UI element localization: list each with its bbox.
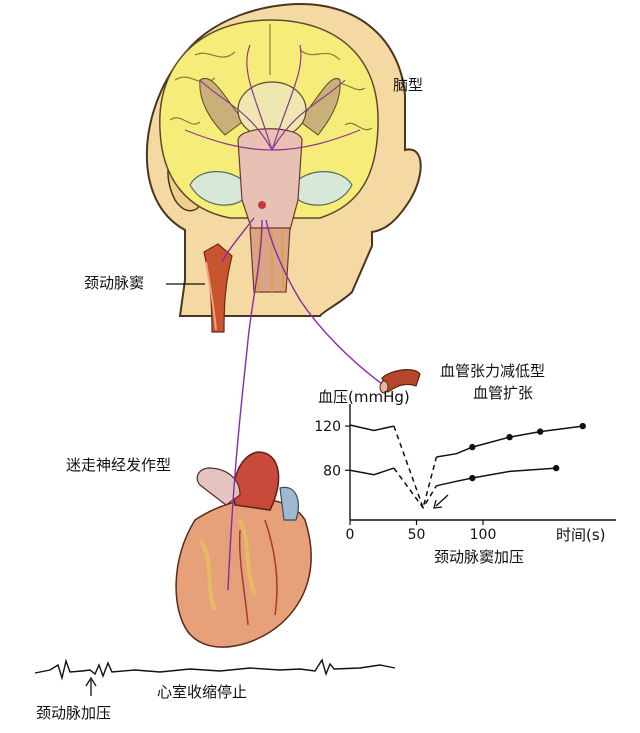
chart-y-tick-label: 80 [323,463,341,479]
brain-vessels [184,44,361,151]
ecg-trace [34,658,396,681]
chart-y-tick-label: 120 [314,419,341,435]
chart-markers-group [469,422,586,482]
nerve-to-heart [227,219,263,591]
heart-fat [198,519,257,611]
label-ecg-carotid-pressure: 颈动脉加压 [36,704,112,722]
carotid-artery-illustration [203,243,233,333]
label-carotid-sinus: 颈动脉窦 [84,274,145,292]
pressure-arrow [433,494,449,509]
label-vagal-type: 迷走神经发作型 [66,456,172,474]
ecg-arrow [85,676,97,696]
label-vasodepressor-1: 血管张力减低型 [440,362,546,380]
cerebellum [189,171,353,206]
chart-series-line-2 [349,467,395,476]
chart-point-1 [536,428,544,435]
coronary-vessels [238,519,278,626]
nerve-to-carotid [221,217,255,263]
chart-point-1 [579,422,586,430]
label-vasodepressor-2: 血管扩张 [473,384,534,402]
chart-series-group [349,424,583,511]
aorta [233,451,280,511]
chart-series-line-1 [393,425,438,511]
heart-body [175,498,312,648]
chart-series-line-1 [349,424,395,432]
pulmonary-trunk [196,467,241,506]
chart-x-tick-label: 100 [470,527,497,543]
chart-ylabel: 血压(mmHg) [318,388,410,406]
chart-point-1 [469,443,476,451]
chart-series-line-1 [436,425,583,458]
chart-ticks: 0 50 100 120 80 [314,419,496,543]
brainstem-nuclei [258,201,266,209]
heart-illustration [175,451,312,648]
head-illustration [145,2,422,317]
chart-point-1 [506,433,513,441]
chart-point-2 [552,464,560,472]
chart-x-tick-label: 0 [346,527,355,543]
label-ventricle-stop: 心室收缩停止 [157,683,248,701]
chart-xlabel: 时间(s) [556,526,606,544]
chart-series-line-2 [436,467,557,487]
blood-pressure-chart: 0 50 100 120 80 [314,404,616,543]
heart-vein [279,486,299,521]
brain-gyri [169,24,373,131]
chart-point-2 [469,474,476,482]
chart-caption: 颈动脉窦加压 [434,548,525,566]
chart-x-tick-label: 50 [408,527,426,543]
label-brain-type: 脑型 [393,76,424,94]
nerve-to-vessel [265,219,383,385]
chart-series-line-2 [393,467,438,510]
